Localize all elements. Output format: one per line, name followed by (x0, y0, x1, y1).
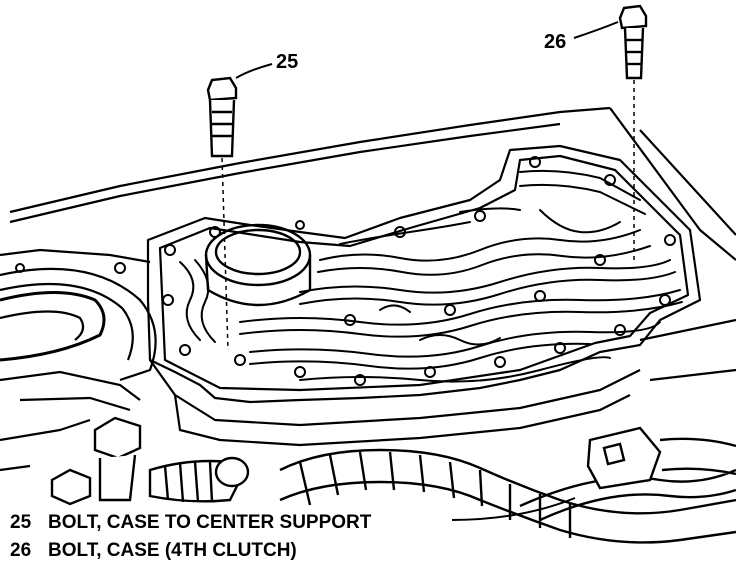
legend-number-26: 26 (10, 540, 31, 561)
left-housing (0, 267, 157, 412)
legend-label-25: BOLT, CASE TO CENTER SUPPORT (48, 512, 372, 533)
electrical-connector (586, 426, 736, 490)
legend-number-25: 25 (10, 512, 32, 533)
alignment-line-25 (221, 157, 229, 351)
legend-row-25: 25 BOLT, CASE TO CENTER SUPPORT (10, 512, 372, 533)
legend-label-26: BOLT, CASE (4TH CLUTCH) (48, 540, 297, 561)
transmission-case (0, 106, 736, 472)
accumulator-cover (204, 223, 312, 307)
callout-25: 25 (276, 51, 298, 73)
fluid-channels (179, 169, 683, 383)
bolt-26 (618, 4, 648, 80)
valve-body-plate (146, 144, 702, 447)
legend-row-26: 26 BOLT, CASE (4TH CLUTCH) (10, 540, 297, 561)
lower-fittings (50, 416, 250, 506)
bolt-25 (206, 76, 238, 158)
bolt-holes (15, 156, 676, 386)
legend: 25 BOLT, CASE TO CENTER SUPPORT 26 BOLT,… (10, 512, 372, 561)
callout-26: 26 (544, 31, 566, 53)
